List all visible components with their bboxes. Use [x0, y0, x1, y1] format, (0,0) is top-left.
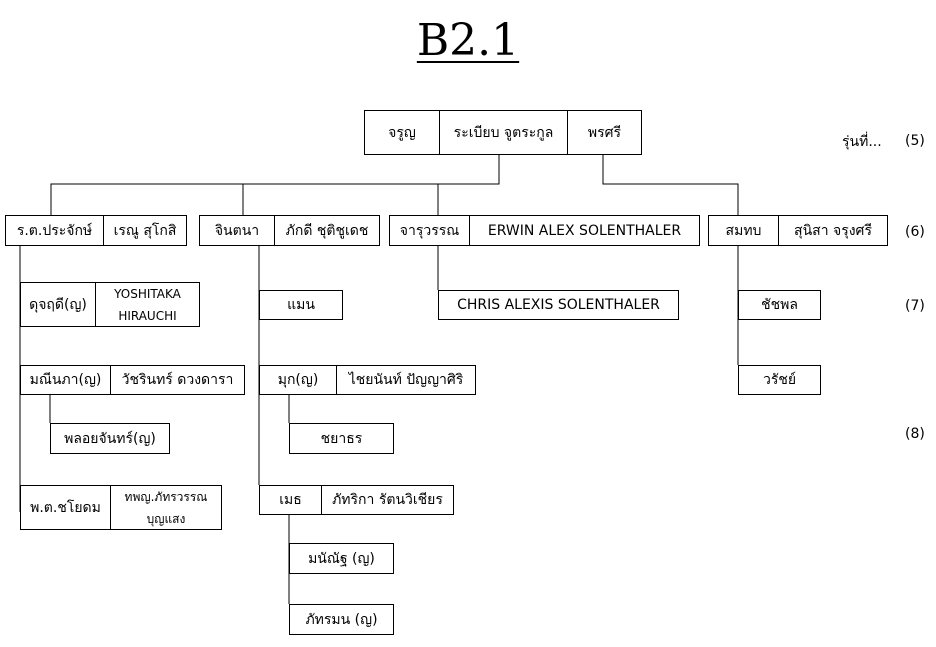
child-spouse: ภัทริกา รัตนวิเชียร — [321, 486, 453, 514]
child-box-warat: วรัชย์ — [738, 365, 821, 395]
generation-8: (8) — [905, 426, 925, 442]
root-right-name: พรศรี — [567, 111, 641, 154]
child-spouse: วัชรินทร์ ดวงดารา — [110, 366, 244, 394]
generation-label: รุ่นที่... — [842, 134, 882, 150]
family-member: จารุวรรณ — [399, 222, 460, 239]
connector-root-left — [50, 155, 500, 215]
family-box-prachak: ร.ต.ประจักษ์ เรณู สุโกสิ — [5, 215, 187, 246]
child-spouse: ไชยนันท์ ปัญญาศิริ — [336, 366, 475, 394]
child-box-muk: มุก(ญ) ไชยนันท์ ปัญญาศิริ — [259, 365, 476, 395]
root-left-name: จรูญ — [388, 124, 416, 141]
child-box-chris: CHRIS ALEXIS SOLENTHALER — [438, 290, 679, 320]
family-box-jaruwan: จารุวรรณ ERWIN ALEX SOLENTHALER — [389, 215, 700, 246]
child-member: ดุจฤดี(ญ) — [29, 296, 87, 313]
family-spouse: ภักดี ชุติชูเดช — [274, 216, 379, 245]
child-spouse: ทพญ.ภัทรวรรณ บุญแสง — [110, 486, 221, 529]
child-box-chayodom: พ.ต.ชโยดม ทพญ.ภัทรวรรณ บุญแสง — [20, 485, 222, 530]
grandchild-name: ภัทรมน (ญ) — [305, 611, 378, 628]
child-box-dujruedee: ดุจฤดี(ญ) YOSHITAKA HIRAUCHI — [20, 282, 200, 327]
child-member: เมธ — [279, 492, 302, 508]
child-member: พ.ต.ชโยดม — [30, 499, 101, 516]
child-box-met: เมธ ภัทริกา รัตนวิเชียร — [259, 485, 454, 515]
connector-root-right — [602, 155, 739, 215]
family-box-jintana: จินตนา ภักดี ชุติชูเดช — [199, 215, 380, 246]
child-box-man: แมน — [259, 290, 343, 320]
family-spouse: เรณู สุโกสิ — [103, 216, 186, 245]
child-member: ชัชพล — [761, 297, 798, 313]
family-member: สมทบ — [725, 222, 762, 239]
grandchild-box-chayathorn: ชยาธร — [289, 423, 394, 454]
family-spouse: สุนิสา จรุงศรี — [778, 216, 887, 245]
child-spouse: YOSHITAKA HIRAUCHI — [95, 283, 199, 326]
root-couple-box: จรูญ ระเบียบ จูตระกูล พรศรี — [364, 110, 642, 155]
grandchild-name: มนัณัฐ (ญ) — [308, 550, 375, 567]
child-box-chatchaphon: ชัชพล — [738, 290, 821, 320]
generation-7: (7) — [905, 298, 925, 314]
grandchild-name: ชยาธร — [320, 430, 363, 447]
family-member: ร.ต.ประจักษ์ — [16, 222, 93, 239]
generation-5: (5) — [905, 133, 925, 149]
grandchild-name: พลอยจันทร์(ญ) — [64, 430, 156, 447]
diagram-title: B2.1 — [416, 15, 520, 66]
family-spouse: ERWIN ALEX SOLENTHALER — [469, 216, 699, 245]
family-member: จินตนา — [214, 222, 260, 239]
child-member: มุก(ญ) — [277, 372, 319, 388]
child-member: วรัชย์ — [762, 372, 797, 388]
child-member: CHRIS ALEXIS SOLENTHALER — [457, 297, 660, 313]
grandchild-box-phatramon: ภัทรมน (ญ) — [289, 604, 394, 635]
generation-6: (6) — [905, 224, 925, 240]
child-box-maneenapa: มณีนภา(ญ) วัชรินทร์ ดวงดารา — [20, 365, 245, 395]
child-member: แมน — [287, 297, 315, 313]
child-member: มณีนภา(ญ) — [29, 372, 102, 388]
root-center-name: ระเบียบ จูตระกูล — [439, 111, 567, 154]
grandchild-box-ploychan: พลอยจันทร์(ญ) — [50, 423, 170, 454]
grandchild-box-mananat: มนัณัฐ (ญ) — [289, 543, 394, 574]
family-box-somthob: สมทบ สุนิสา จรุงศรี — [708, 215, 888, 246]
